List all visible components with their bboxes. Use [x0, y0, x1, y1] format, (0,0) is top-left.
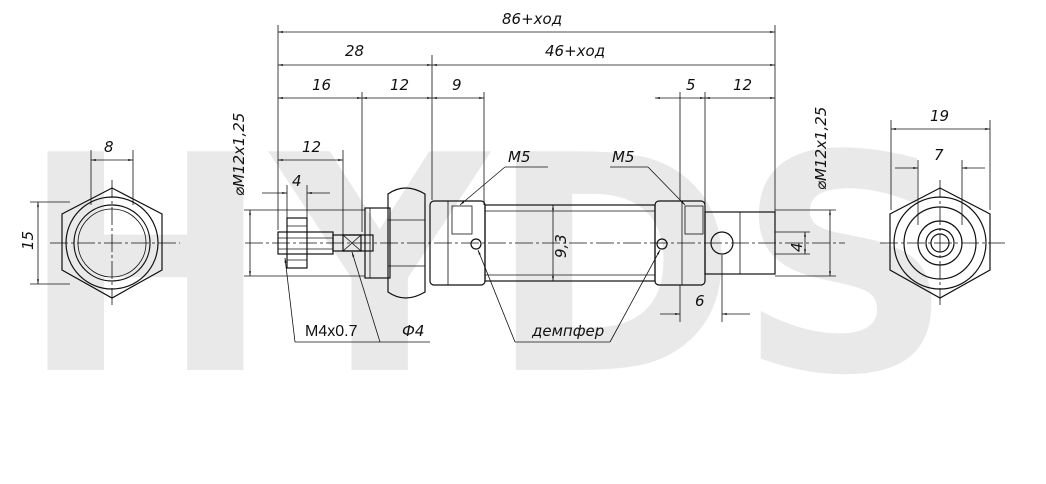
label-m5-right: M5 — [612, 148, 635, 166]
dim-4: 4 — [292, 172, 302, 190]
label-m5-left: M5 — [508, 148, 531, 166]
label-phi4: Ф4 — [402, 322, 424, 340]
dim-15: 15 — [19, 231, 37, 250]
dim-12c: 12 — [302, 138, 321, 156]
dim-9: 9 — [452, 76, 462, 94]
dim-thread-left: ⌀M12x1,25 — [230, 113, 248, 196]
dim-19: 19 — [930, 107, 949, 125]
dim-46: 46+ход — [545, 42, 605, 60]
dim-9-3: 9,3 — [552, 234, 570, 258]
top-dimensions: 86+ход 28 46+ход 16 12 9 5 12 12 4 — [230, 10, 836, 322]
dim-4b: 4 — [788, 242, 806, 252]
watermark: HYDS — [20, 92, 953, 441]
label-damper: демпфер — [531, 322, 604, 340]
dim-28: 28 — [345, 42, 364, 60]
cylinder-side-view — [245, 187, 845, 299]
dim-12a: 12 — [390, 76, 409, 94]
leaders: M5 M5 M4x0.7 Ф4 демпфер — [284, 148, 686, 343]
label-m4: M4x0.7 — [305, 323, 358, 340]
left-end-view: 8 15 — [19, 138, 180, 305]
dim-8: 8 — [104, 138, 114, 156]
dim-thread-right: ⌀M12x1,25 — [812, 107, 830, 190]
dim-12b: 12 — [733, 76, 752, 94]
dim-6: 6 — [695, 292, 705, 310]
dim-overall: 86+ход — [502, 10, 562, 28]
dim-7: 7 — [934, 146, 944, 164]
dim-5: 5 — [686, 76, 696, 94]
dim-16: 16 — [312, 76, 331, 94]
right-end-view: 19 7 — [880, 107, 1005, 305]
